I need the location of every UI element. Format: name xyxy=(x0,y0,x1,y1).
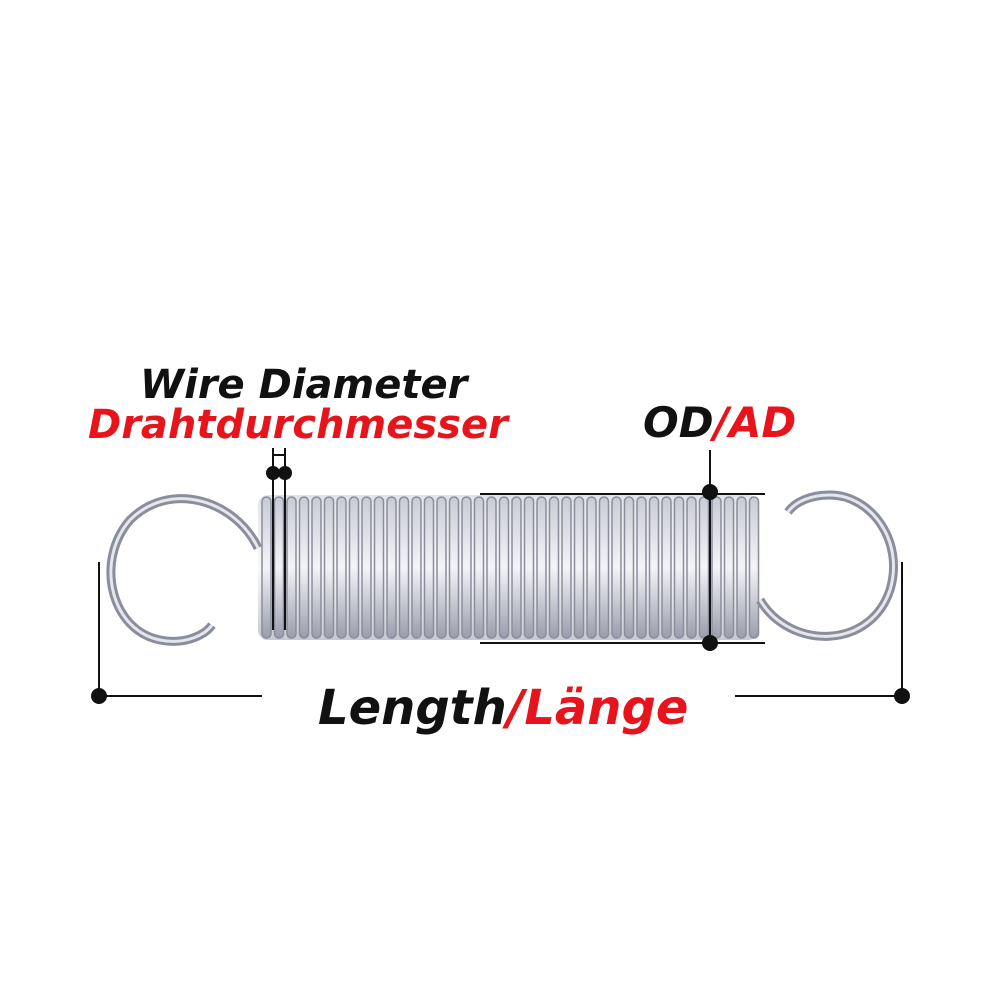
coil-turn xyxy=(361,496,372,639)
right-hook-highlight xyxy=(758,493,896,638)
coil-turn xyxy=(398,496,410,639)
coil-turn xyxy=(661,496,672,639)
coil-turn xyxy=(373,496,385,639)
coil-turn xyxy=(598,496,610,639)
coil-turn xyxy=(386,496,397,639)
coil-turn xyxy=(423,496,435,639)
coil-turn xyxy=(411,496,422,639)
coil-turn xyxy=(336,496,347,639)
coil-turn xyxy=(736,496,747,639)
wire-diameter-label: Wire Diameter xyxy=(140,362,468,408)
left-hook-highlight xyxy=(109,497,260,643)
coil-turn xyxy=(523,496,535,639)
coil-turn xyxy=(698,496,710,639)
coil-turn xyxy=(498,496,510,639)
spring-coils xyxy=(261,496,760,639)
length-dimension xyxy=(91,562,910,704)
coil-turn xyxy=(286,496,297,639)
coil-turn xyxy=(723,496,735,639)
coil-turn xyxy=(348,496,360,639)
length-label: Length/Länge xyxy=(318,680,688,736)
coil-turn xyxy=(548,496,560,639)
coil-turn xyxy=(486,496,497,639)
wire-diameter-label-de: Drahtdurchmesser xyxy=(88,402,508,448)
coil-turn xyxy=(586,496,597,639)
coil-turn xyxy=(636,496,647,639)
coil-turn xyxy=(273,496,285,639)
length-label-en: Length xyxy=(318,680,507,736)
coil-turn xyxy=(673,496,685,639)
coil-turn xyxy=(511,496,522,639)
od-label-de: AD xyxy=(728,398,797,447)
coil-turn xyxy=(448,496,460,639)
coil-turn xyxy=(473,496,485,639)
coil-turn xyxy=(648,496,660,639)
coil-turn xyxy=(536,496,547,639)
coil-turn xyxy=(623,496,635,639)
coil-turn xyxy=(298,496,310,639)
coil-turn xyxy=(686,496,697,639)
coil-turn xyxy=(323,496,335,639)
coil-turn xyxy=(611,496,622,639)
od-label-en: OD xyxy=(643,398,714,447)
coil-turn xyxy=(261,496,272,639)
spring-body xyxy=(258,495,760,640)
od-label: OD/AD xyxy=(643,398,796,447)
coil-turn xyxy=(748,496,760,639)
wire-diameter-dimension xyxy=(266,448,292,630)
coil-turn xyxy=(573,496,585,639)
length-label-de: Länge xyxy=(524,680,689,736)
coil-turn xyxy=(561,496,572,639)
coil-turn xyxy=(711,496,722,639)
coil-turn xyxy=(461,496,472,639)
length-separator: / xyxy=(506,680,525,736)
coil-turn xyxy=(436,496,447,639)
od-dimension xyxy=(480,450,765,651)
coil-turn xyxy=(311,496,322,639)
od-separator: / xyxy=(713,398,729,447)
